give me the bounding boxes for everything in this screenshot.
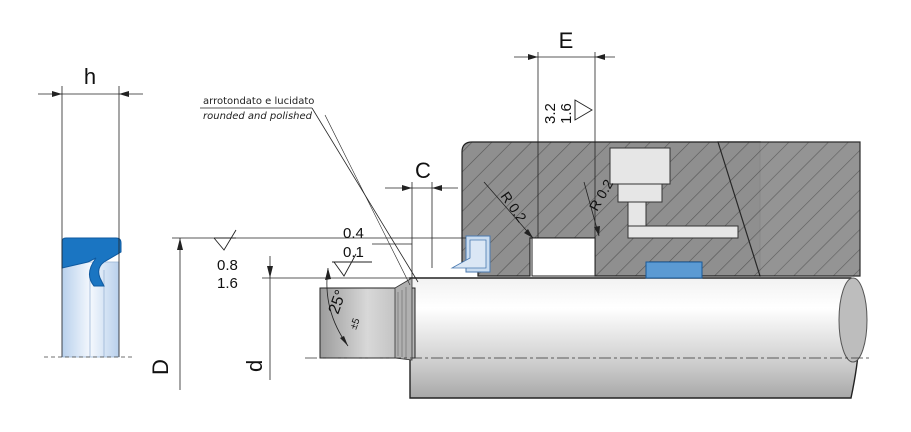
rough-top-b: 1.6: [558, 103, 575, 124]
chamfer-angle-arc: [325, 267, 349, 347]
dim-E-lines: [514, 52, 615, 238]
rough-top-a: 3.2: [542, 103, 559, 124]
rough-rod-b: 0.1: [343, 244, 364, 261]
housing-section: [450, 141, 861, 279]
rod: [305, 277, 870, 399]
note-english: rounded and polished: [203, 111, 313, 122]
dim-D: D: [148, 359, 173, 375]
chamfer-tolerance: ±5: [348, 316, 362, 331]
note-leader: [200, 107, 419, 286]
dim-h: h: [84, 64, 96, 89]
roughness-bore-symbol: [213, 229, 237, 251]
rough-bore-b: 1.6: [217, 275, 238, 292]
dim-d-lines: [262, 256, 410, 380]
dim-C: C: [415, 158, 431, 183]
roughness-rod-symbol: [332, 243, 412, 277]
dim-C-lines: [385, 182, 458, 278]
radius-leaders: [483, 181, 600, 239]
rough-bore-a: 0.8: [217, 257, 238, 274]
roughness-top-symbol: [574, 99, 593, 121]
note-italian: arrotondato e lucidato: [203, 96, 314, 107]
rough-rod-a: 0.4: [343, 225, 364, 242]
seal-side-view: [38, 86, 143, 358]
dim-E: E: [559, 28, 574, 53]
dim-d: d: [242, 360, 267, 372]
